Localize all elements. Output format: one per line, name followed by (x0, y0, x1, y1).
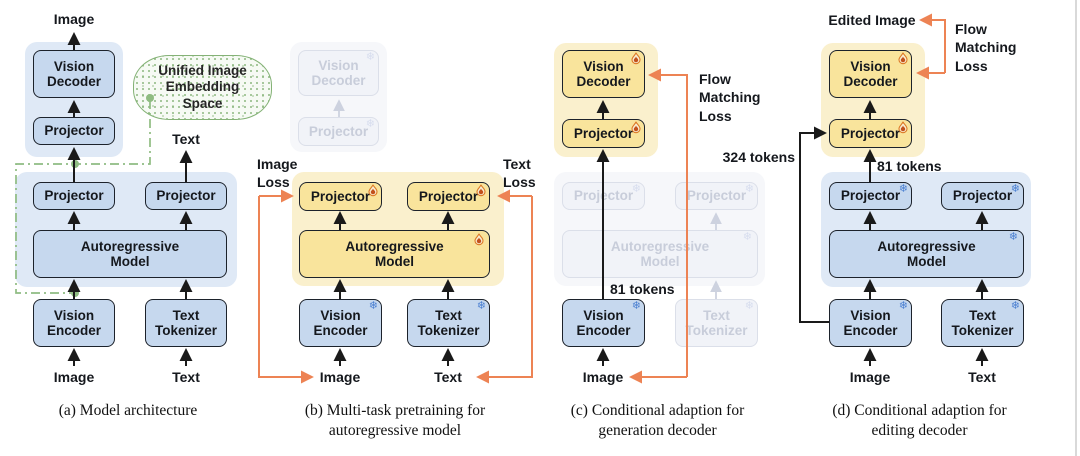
panel-b-input-text-label: Text (434, 369, 462, 385)
panel-c-ghost-text-projector-box: Projector❄ (675, 182, 758, 210)
panel-d-text-tokenizer-box: Text Tokenizer❄ (941, 299, 1024, 347)
text-tokenizer-label: Text Tokenizer (154, 307, 217, 338)
panel-d-flow-matching-loss-label: Flow Matching Loss (955, 21, 1017, 74)
324-tokens-label: 324 tokens (722, 149, 795, 165)
panel-b-caption: (b) Multi-task pretraining for autoregre… (304, 402, 486, 440)
panel-c-vision-encoder-box: Vision Encoder❄ (562, 299, 645, 347)
flame-icon (898, 121, 908, 134)
projector-label: Projector (44, 188, 104, 204)
projector-label: Projector (156, 188, 216, 204)
panel-a-autoregressive-model-box: Autoregressive Model (33, 230, 227, 278)
panel-c-projector-box: Projector (562, 119, 645, 148)
panel-b-text-tokenizer-box: Text Tokenizer❄ (407, 299, 490, 347)
panel-d-vision-encoder-box: Vision Encoder❄ (829, 299, 912, 347)
panel-d-81-tokens-label: 81 tokens (877, 158, 942, 174)
panel-c-ghost-autoregressive-model-box: Autoregressive Model❄ (562, 230, 758, 278)
panel-c-input-image-label: Image (582, 369, 624, 385)
panel-d-input-image-label: Image (849, 369, 891, 385)
snowflake-icon: ❄ (898, 300, 908, 312)
panel-d-vision-decoder-box: Vision Decoder (829, 50, 912, 98)
panel-d-autoregressive-model-box: Autoregressive Model❄ (829, 230, 1024, 278)
snowflake-icon: ❄ (368, 300, 378, 312)
panel-d-caption: (d) Conditional adaption for editing dec… (832, 402, 1007, 440)
vision-decoder-label: Vision Decoder (46, 58, 102, 89)
panel-b-input-image-label: Image (319, 369, 361, 385)
snowflake-icon: ❄ (365, 118, 375, 130)
panel-c-vision-decoder-box: Vision Decoder (562, 50, 645, 98)
panel-a-text-projector-box: Projector (145, 182, 227, 210)
panel-a-input-text-label: Text (172, 369, 200, 385)
embedding-space-label: Unified Image Embedding Space (158, 62, 247, 111)
snowflake-icon: ❄ (631, 300, 641, 312)
snowflake-icon: ❄ (1010, 300, 1020, 312)
autoregressive-model-label: Autoregressive Model (80, 238, 180, 269)
flame-icon (631, 52, 641, 65)
panel-c-caption: (c) Conditional adaption for generation … (570, 402, 745, 440)
panel-c-flow-matching-loss-label: Flow Matching Loss (699, 71, 761, 124)
snowflake-icon: ❄ (1008, 231, 1018, 243)
snowflake-icon: ❄ (744, 183, 754, 195)
panel-a-input-image-label: Image (53, 369, 95, 385)
panel-d-text-projector-box: Projector❄ (941, 182, 1024, 210)
unified-image-embedding-space: Unified Image Embedding Space (133, 55, 272, 120)
panel-a-output-text-label: Text (172, 131, 200, 147)
snowflake-icon: ❄ (1010, 183, 1020, 195)
panel-a-decoder-projector-box: Projector (33, 117, 115, 145)
panel-b-ghost-projector-box: Projector❄ (298, 117, 379, 146)
panel-a-vision-decoder-box: Vision Decoder (33, 50, 115, 98)
vision-encoder-label: Vision Encoder (46, 307, 101, 338)
snowflake-icon: ❄ (898, 183, 908, 195)
panel-b-text-projector-box: Projector (407, 182, 490, 211)
flame-icon (631, 121, 641, 134)
flame-icon (476, 184, 486, 197)
image-loss-label: Image Loss (257, 156, 298, 191)
text-loss-label: Text Loss (503, 156, 536, 191)
flame-icon (898, 52, 908, 65)
panel-a-vision-encoder-box: Vision Encoder (33, 299, 115, 347)
panel-d-image-projector-box: Projector❄ (829, 182, 912, 210)
snowflake-icon: ❄ (631, 183, 641, 195)
snowflake-icon: ❄ (744, 300, 754, 312)
panel-d-input-text-label: Text (968, 369, 996, 385)
flame-icon (368, 184, 378, 197)
panel-c-81-tokens-label: 81 tokens (610, 281, 675, 297)
panel-b-ghost-vision-decoder-box: Vision Decoder❄ (298, 50, 379, 96)
panel-c-ghost-text-tokenizer-box: Text Tokenizer❄ (675, 299, 758, 347)
panel-b-autoregressive-model-box: Autoregressive Model (299, 230, 490, 278)
snowflake-icon: ❄ (742, 231, 752, 243)
panel-a-text-tokenizer-box: Text Tokenizer (145, 299, 227, 347)
page-edge-divider (1075, 0, 1077, 456)
panel-a-output-image-label: Image (53, 11, 95, 27)
panel-a-image-projector-box: Projector (33, 182, 115, 210)
flame-icon (474, 233, 484, 246)
projector-label: Projector (44, 123, 104, 139)
panel-b-image-projector-box: Projector (299, 182, 382, 211)
panel-c-ghost-image-projector-box: Projector❄ (562, 182, 645, 210)
snowflake-icon: ❄ (365, 51, 375, 63)
snowflake-icon: ❄ (476, 300, 486, 312)
edited-image-label: Edited Image (828, 12, 916, 28)
panel-a-caption: (a) Model architecture (58, 402, 198, 419)
panel-b-vision-encoder-box: Vision Encoder❄ (299, 299, 382, 347)
panel-d-conditional-projector-box: Projector (829, 119, 912, 148)
